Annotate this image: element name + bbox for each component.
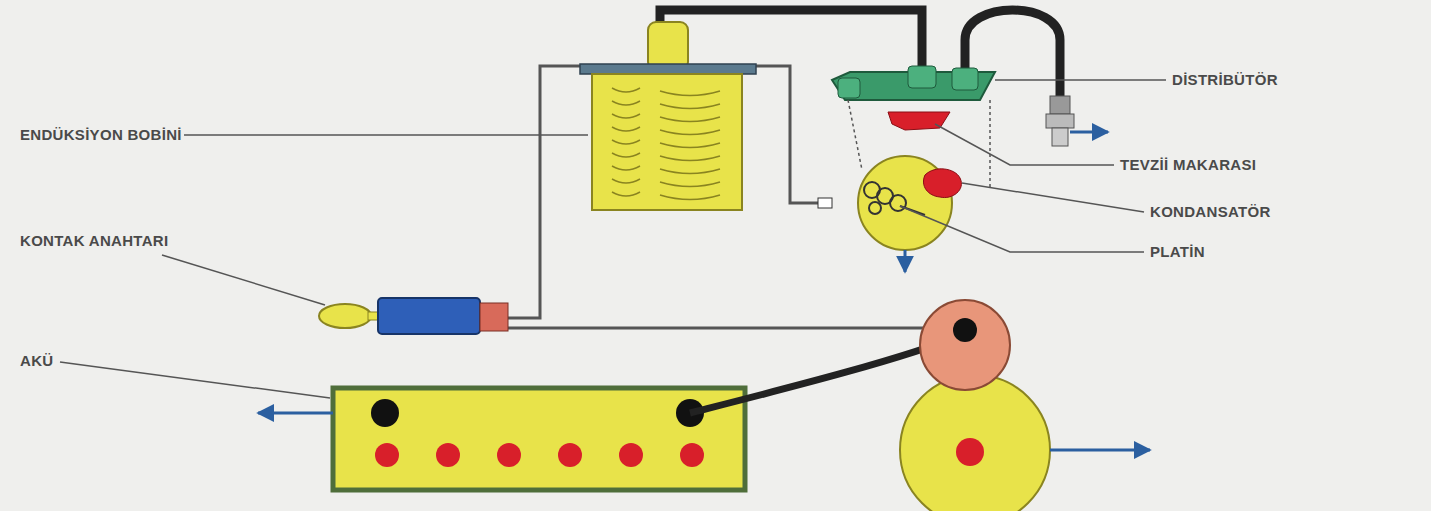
starter-solenoid (920, 300, 1010, 390)
ground-arrow (258, 412, 333, 415)
winding (660, 130, 720, 135)
winding (660, 156, 720, 161)
winding (612, 114, 640, 118)
winding (660, 143, 720, 148)
battery-cell (375, 443, 399, 467)
leader-line (182, 134, 588, 136)
winding (660, 195, 720, 200)
cap-terminal (952, 68, 978, 90)
winding (612, 140, 640, 144)
winding (612, 153, 640, 157)
part-label: KONTAK ANAHTARI (18, 232, 170, 250)
battery-cell (497, 443, 521, 467)
primary-wire (508, 66, 585, 318)
leader-lines (60, 80, 1166, 398)
point-spring (890, 195, 906, 211)
winding (660, 169, 720, 174)
leader-line (60, 362, 330, 398)
ignition-coil (592, 74, 742, 210)
battery-cell (680, 443, 704, 467)
winding (612, 166, 640, 170)
winding (660, 91, 720, 96)
battery (333, 388, 745, 490)
spark-plug-hex (1046, 114, 1074, 128)
spark-plug-insulator (1050, 96, 1070, 114)
part-label: ENDÜKSİYON BOBİNİ (18, 126, 184, 144)
ignition-switch (378, 298, 480, 334)
ground-arrow (1050, 449, 1150, 452)
battery-cell (436, 443, 460, 467)
battery-cell (558, 443, 582, 467)
battery-cells (375, 443, 704, 467)
winding (660, 117, 720, 122)
part-label: PLATİN (1148, 243, 1207, 261)
cap-terminal (838, 78, 860, 98)
starter-motor (900, 375, 1050, 511)
leader-line (935, 124, 1114, 165)
winding (660, 182, 720, 187)
starter-shaft (956, 438, 984, 466)
guide-line (989, 100, 991, 190)
winding (612, 192, 640, 196)
switch-wire (508, 327, 965, 330)
coil-windings (612, 88, 720, 200)
leader-line (900, 206, 1144, 252)
contact-points (864, 182, 925, 215)
winding (612, 127, 640, 131)
winding (660, 104, 720, 109)
solenoid-terminal (953, 318, 977, 342)
winding (612, 88, 640, 92)
cap-terminal (908, 66, 936, 88)
coil-tower (648, 22, 688, 70)
condenser (923, 169, 961, 198)
part-label: DİSTRİBÜTÖR (1170, 71, 1280, 89)
part-label: AKÜ (18, 352, 55, 370)
ground-arrow (1070, 131, 1108, 134)
coil-cap (580, 64, 756, 74)
leader-line (995, 79, 1166, 81)
point-spring (869, 202, 881, 214)
battery-terminal (371, 399, 399, 427)
part-label: KONDANSATÖR (1148, 203, 1273, 221)
key-head (319, 304, 371, 328)
part-label: TEVZİİ MAKARASI (1118, 156, 1258, 174)
battery-cell (619, 443, 643, 467)
spark-plug-thread (1052, 128, 1068, 146)
guide-line (848, 100, 862, 170)
terminal (818, 198, 832, 208)
ground-arrow (904, 250, 907, 272)
winding (612, 101, 640, 105)
leader-line (162, 255, 325, 305)
switch-terminal (480, 303, 508, 331)
leader-line (962, 183, 1144, 212)
winding (612, 179, 640, 183)
